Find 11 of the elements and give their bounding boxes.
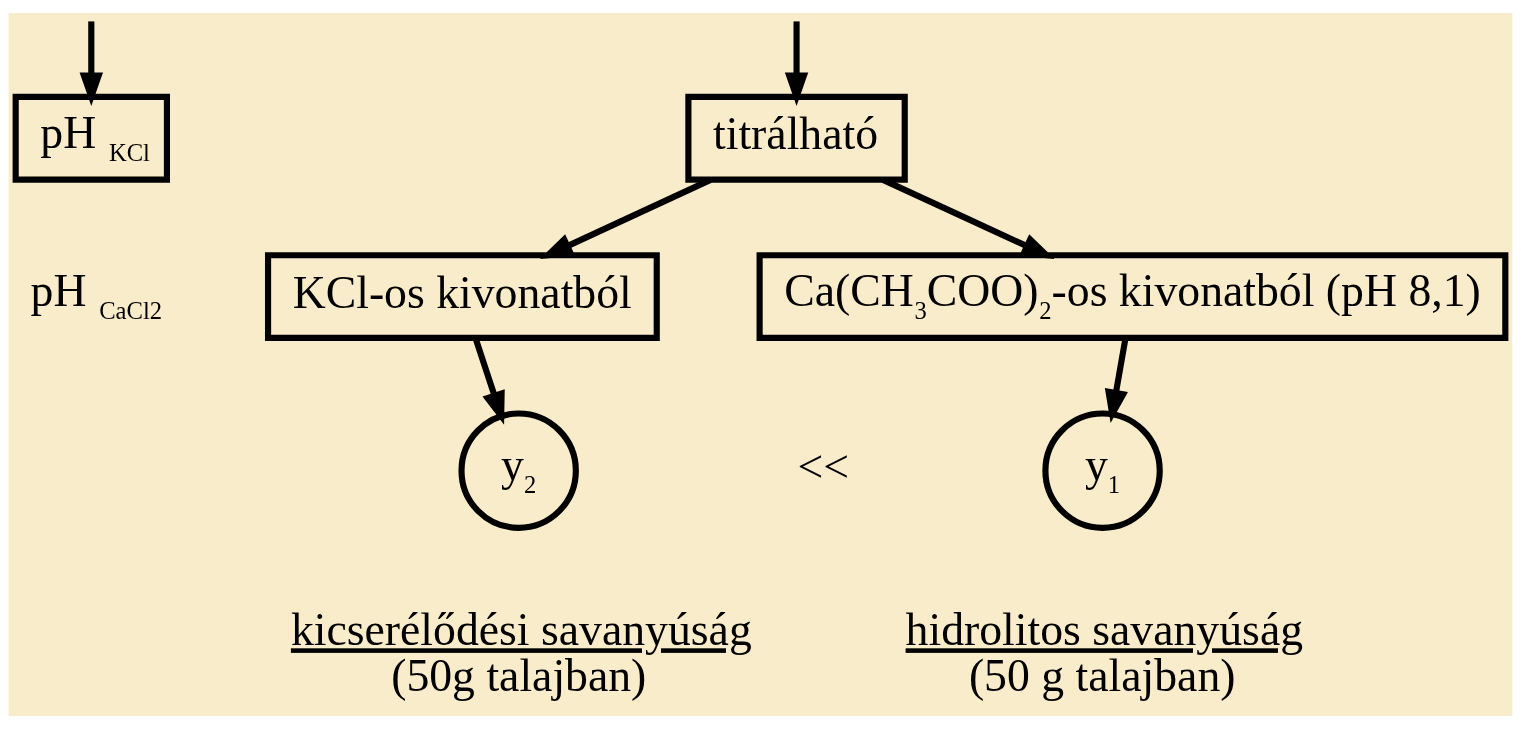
node-box: KCl-os kivonatból xyxy=(265,252,660,341)
arrow xyxy=(1104,338,1129,424)
label: << xyxy=(797,440,850,492)
arrow xyxy=(784,21,809,106)
node-box: titrálható xyxy=(685,93,908,183)
node-box: pH $_{KCl}$ xyxy=(12,93,170,183)
node-circle: y$_{1}$ xyxy=(1042,410,1163,531)
node-circle: y$_{2}$ xyxy=(458,410,579,531)
node-label: pH $_{CaCl2}$ xyxy=(30,264,163,325)
node-box: Ca(CH$_{3}$COO)$_{2}$-os kivonatból (pH 8,1) xyxy=(756,252,1509,341)
arrow xyxy=(79,21,104,106)
